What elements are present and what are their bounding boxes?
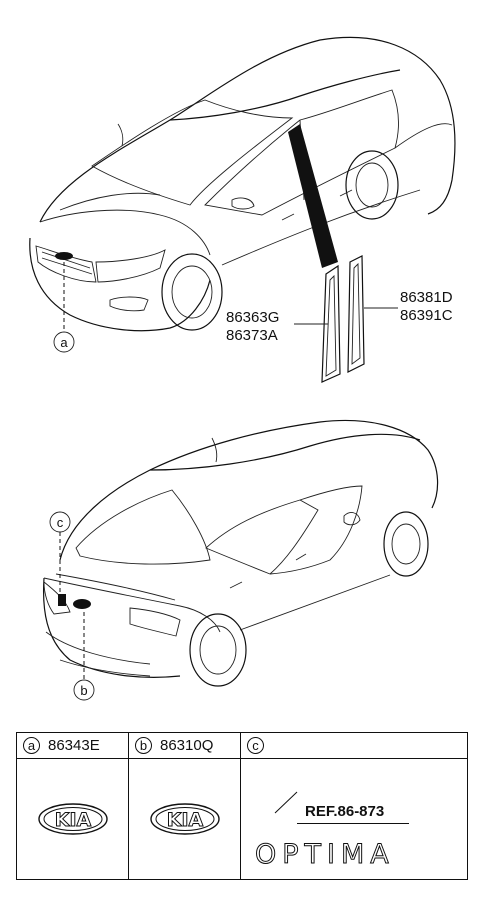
legend-letter-a: a bbox=[23, 737, 40, 754]
parts-legend-table: a 86343E b 86310Q c KIA KIA REF.86-873 O… bbox=[16, 732, 468, 880]
reference-underline bbox=[297, 823, 409, 824]
emblem-text-b: KIA bbox=[166, 809, 203, 831]
callout-a-circle bbox=[53, 331, 75, 353]
part-label-86363G: 86363G bbox=[226, 309, 279, 326]
front-car-illustration bbox=[29, 36, 456, 332]
legend-header-c: c bbox=[241, 733, 467, 759]
pillar-tape-parts bbox=[321, 255, 365, 383]
optima-lettering-icon: OPTIMA bbox=[255, 839, 395, 871]
reference-leader bbox=[274, 791, 298, 814]
part-label-86391C: 86391C bbox=[400, 307, 453, 324]
legend-body-b: KIA bbox=[129, 759, 241, 879]
reference-label: REF.86-873 bbox=[305, 803, 385, 820]
legend-letter-c: c bbox=[247, 737, 264, 754]
legend-part-number-b: 86310Q bbox=[160, 737, 214, 754]
rear-car-illustration bbox=[42, 419, 439, 687]
callout-b-circle bbox=[73, 679, 95, 701]
kia-emblem-icon: KIA bbox=[149, 803, 220, 835]
legend-body-c: REF.86-873 OPTIMA bbox=[241, 759, 467, 879]
callout-b-letter: b bbox=[80, 683, 87, 698]
kia-emblem-icon: KIA bbox=[37, 803, 108, 835]
legend-header-a: a 86343E bbox=[17, 733, 129, 759]
legend-letter-b: b bbox=[135, 737, 152, 754]
legend-header-b: b 86310Q bbox=[129, 733, 241, 759]
emblem-text-a: KIA bbox=[54, 809, 91, 831]
callout-c-letter: c bbox=[57, 515, 64, 530]
callout-a-letter: a bbox=[60, 335, 68, 350]
part-label-86381D: 86381D bbox=[400, 289, 453, 306]
legend-body-a: KIA bbox=[17, 759, 129, 879]
part-label-86373A: 86373A bbox=[226, 327, 278, 344]
legend-part-number-a: 86343E bbox=[48, 737, 100, 754]
